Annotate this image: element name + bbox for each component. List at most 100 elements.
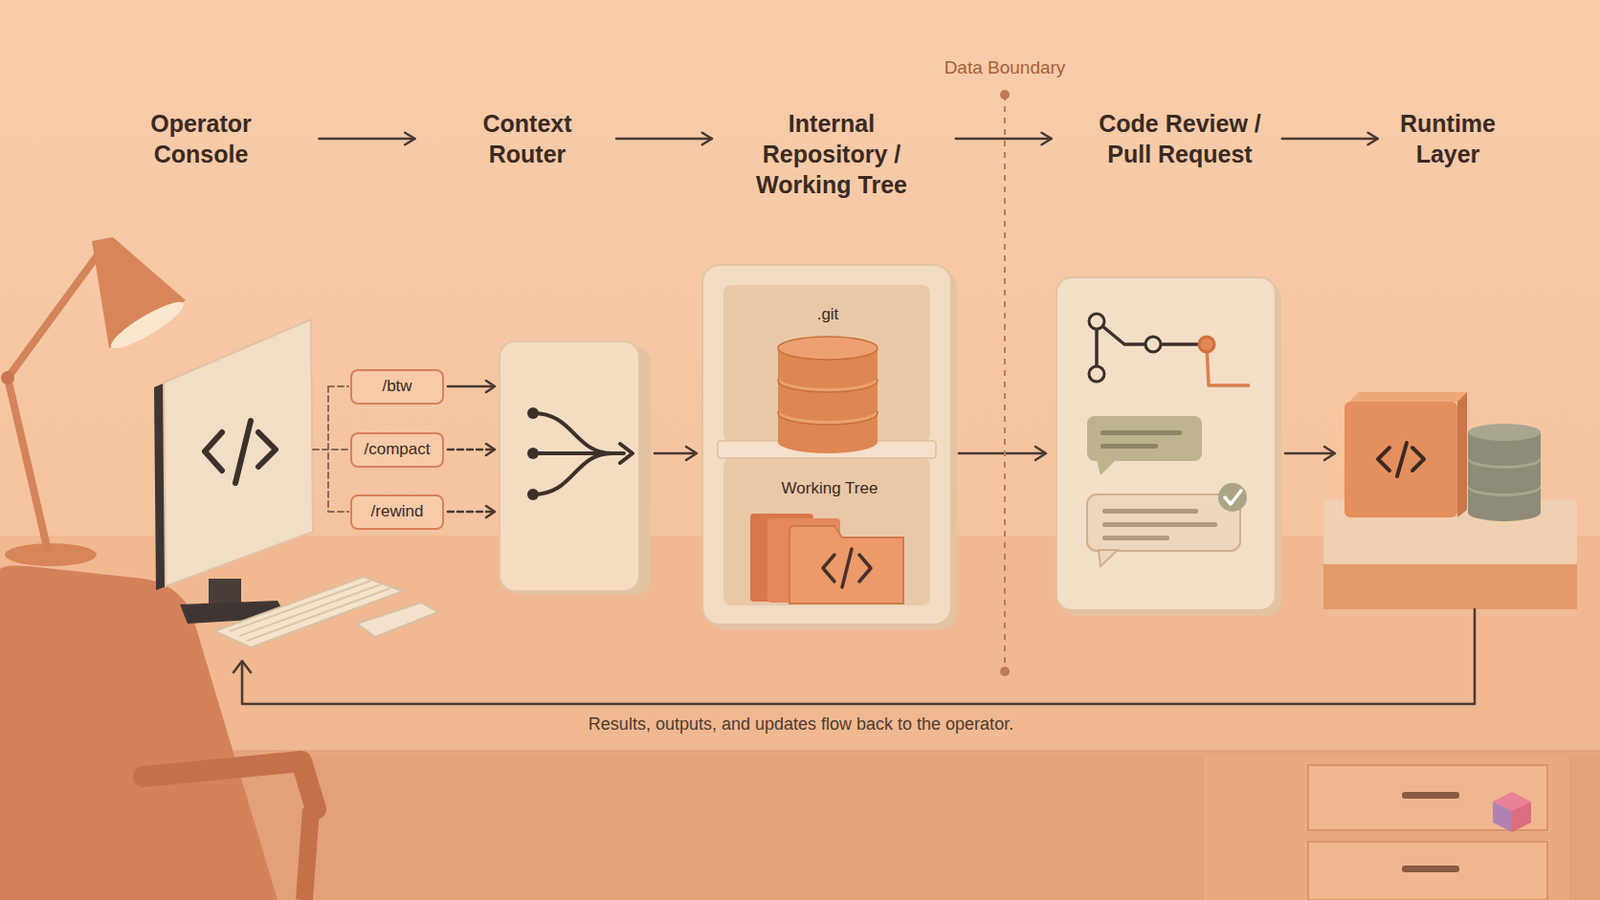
- heading-text: Code Review / Pull Request: [1098, 108, 1263, 170]
- db-disk-top: [777, 336, 878, 360]
- key-rows: [229, 580, 391, 642]
- box-front: [499, 341, 640, 592]
- repository-shelf-art: [702, 265, 957, 631]
- drawer-face: [1308, 842, 1548, 900]
- check-mark: [1224, 490, 1242, 505]
- monitor-screen: [163, 319, 313, 587]
- router-box: [499, 341, 651, 596]
- heading-text: Runtime Layer: [1398, 108, 1498, 170]
- feedback-line: [242, 609, 1475, 705]
- heading-text: Operator Console: [148, 108, 254, 170]
- text-line: [1100, 430, 1182, 436]
- repository-shelf: .gitWorking Tree: [702, 265, 952, 625]
- stage-heading: Operator Console: [146, 108, 256, 170]
- boundary-line: [1003, 94, 1006, 672]
- git-graph: [1096, 321, 1207, 375]
- chair-armrest: [143, 761, 316, 810]
- mouse: [356, 602, 439, 638]
- card-front: [1056, 277, 1276, 611]
- folder-front: [789, 526, 904, 604]
- cube-side: [1457, 392, 1467, 518]
- drawer-handle: [1401, 866, 1460, 873]
- flow-arrow: [616, 133, 712, 146]
- command-arrow: [447, 448, 493, 452]
- arrow-head: [1042, 133, 1052, 146]
- lamp-joint: [0, 371, 15, 385]
- text-line: [1100, 444, 1158, 449]
- router-symbol: [533, 413, 633, 495]
- arrow-head: [233, 661, 251, 673]
- bubble-tail: [1096, 460, 1116, 476]
- cube-top: [1349, 392, 1467, 402]
- shelf-recess: [723, 458, 931, 606]
- heading-text: Context Router: [480, 108, 575, 170]
- dashed-bracket: [312, 386, 349, 512]
- commit-dot: [1088, 313, 1105, 330]
- shelf-label: .git: [817, 305, 840, 325]
- platform-base: [1323, 564, 1578, 610]
- shelf-recess: [723, 285, 931, 444]
- monitor: [154, 319, 313, 624]
- cube-face: [1492, 801, 1512, 833]
- text-line: [1102, 522, 1218, 528]
- check-badge: [1218, 483, 1247, 512]
- chair-support: [304, 809, 312, 900]
- keyboard-mouse: [214, 577, 439, 648]
- cube-face: [1511, 801, 1532, 833]
- runtime-art: [1323, 392, 1578, 610]
- router-dot: [527, 488, 539, 501]
- chat-bubble: [1087, 416, 1202, 462]
- db-disk-top: [1467, 423, 1541, 442]
- text-line: [1102, 535, 1170, 541]
- commit-dot: [1199, 336, 1215, 353]
- code-icon: [204, 421, 276, 484]
- feedback-loop: [233, 609, 1475, 705]
- command-pill: /compact: [350, 432, 445, 468]
- shelf-label: Working Tree: [781, 479, 879, 499]
- arrow-head: [1368, 133, 1378, 146]
- commit-dot: [1088, 366, 1105, 382]
- command-text: /compact: [364, 440, 431, 460]
- flow-arrow: [1285, 446, 1335, 461]
- command-pill: /rewind: [350, 494, 445, 531]
- lamp-light: [106, 295, 189, 356]
- flow-arrow: [654, 446, 697, 461]
- stage-heading: Runtime Layer: [1396, 108, 1500, 170]
- stage-heading: Internal Repository / Working Tree: [752, 108, 912, 200]
- chat-bubble: [1087, 494, 1241, 552]
- monitor-neck: [208, 578, 242, 606]
- lamp-arm: [7, 252, 100, 552]
- bubble-tail: [1098, 550, 1118, 567]
- commit-dot: [1145, 336, 1161, 353]
- arrow-line: [616, 137, 712, 141]
- boundary-dot: [1000, 89, 1010, 100]
- flow-arrow: [958, 446, 1046, 461]
- cube-front: [1344, 401, 1458, 518]
- command-arrow: [447, 385, 493, 389]
- command-arrow: [447, 511, 493, 514]
- shelf-frame: [702, 265, 952, 625]
- arrow-head: [404, 133, 415, 146]
- flow-arrow: [1282, 133, 1378, 146]
- shelf-side: [708, 270, 957, 631]
- command-text: /rewind: [371, 502, 424, 522]
- stage-heading: Context Router: [478, 108, 577, 170]
- flow-arrow: [319, 133, 416, 146]
- stage-heading: Code Review / Pull Request: [1096, 108, 1265, 170]
- text-line: [1102, 509, 1199, 514]
- cabinet-body: [1203, 757, 1570, 900]
- code-icon: [1377, 443, 1424, 477]
- drawer-handle: [1401, 792, 1460, 800]
- review-card: [1056, 277, 1282, 617]
- arrow-line: [1282, 137, 1378, 141]
- drawer-cabinet: [1203, 757, 1570, 900]
- data-boundary: [1000, 89, 1010, 677]
- flow-arrow: [955, 133, 1052, 146]
- desk-edge: [0, 750, 1600, 758]
- watermark-cube: [1492, 792, 1532, 833]
- boundary-dot: [1000, 666, 1010, 677]
- arrow-line: [319, 137, 416, 141]
- flow-note: Results, outputs, and updates flow back …: [588, 714, 1014, 735]
